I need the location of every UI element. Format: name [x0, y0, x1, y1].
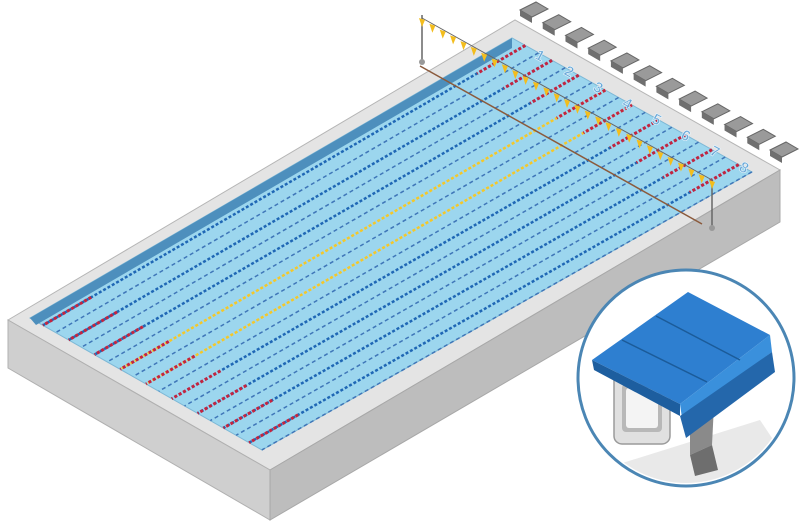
lane-rope-end — [42, 296, 92, 327]
lane-rope-end — [502, 59, 553, 90]
starting-block — [678, 90, 709, 107]
lane-marking — [55, 52, 539, 334]
flag — [419, 18, 425, 27]
starting-block-side — [610, 60, 623, 74]
starting-block-side — [724, 124, 737, 138]
lane-rope-end — [609, 118, 660, 150]
flag — [688, 168, 695, 178]
lane-rope-end — [145, 354, 196, 386]
starting-block-side — [633, 73, 646, 87]
lane-rope — [196, 133, 686, 415]
starting-blocks — [518, 1, 800, 163]
flag — [429, 23, 436, 33]
flag — [460, 41, 467, 51]
flag — [657, 151, 664, 161]
flag — [667, 156, 674, 166]
lane-rope — [171, 118, 660, 400]
flag — [615, 127, 622, 137]
lane-marking — [106, 81, 593, 363]
flag — [626, 133, 633, 143]
false-start-rope — [419, 65, 703, 225]
lane-rope-end — [67, 310, 118, 342]
lane-rope — [145, 103, 633, 386]
lane-rope-end — [582, 103, 633, 135]
flag — [646, 145, 653, 155]
flag — [698, 174, 705, 184]
lane-rope — [119, 89, 606, 371]
lane-rope — [93, 74, 580, 356]
starting-block-side — [656, 86, 669, 100]
lane-rope-end — [196, 384, 248, 415]
starting-block — [541, 14, 572, 31]
lane-marking — [261, 171, 753, 451]
lane-rope-end — [662, 148, 713, 179]
starting-block-side — [520, 10, 532, 23]
flag — [605, 122, 612, 132]
lane-rope-end — [688, 163, 740, 194]
lane-rope-end — [248, 413, 299, 444]
starting-block-side — [747, 137, 760, 151]
flag — [481, 52, 488, 62]
lane-rope-end — [171, 369, 222, 400]
starting-block — [700, 103, 731, 120]
lane-rope-end — [556, 88, 607, 120]
flag — [564, 99, 570, 108]
pool-right-wall — [269, 169, 781, 521]
lane-marking — [132, 96, 619, 378]
starting-block-side — [679, 99, 692, 113]
lane-lines — [42, 44, 753, 451]
block-top — [592, 292, 770, 404]
lane-rope — [42, 44, 526, 327]
lane-rope — [68, 59, 553, 342]
lane-rope-end — [119, 340, 170, 371]
flag — [470, 46, 477, 56]
starting-block-side — [565, 35, 578, 49]
lane-marking — [81, 67, 566, 348]
flag — [491, 58, 498, 68]
flag — [439, 29, 446, 39]
flag — [636, 139, 643, 149]
lane-marking — [209, 141, 699, 422]
starting-block — [632, 65, 663, 82]
flag — [522, 75, 529, 85]
flag — [584, 110, 591, 120]
lane-marking — [158, 111, 646, 392]
lane-rope — [248, 163, 740, 444]
lane-rope-end — [635, 133, 687, 164]
flag — [677, 162, 684, 172]
starting-block — [655, 77, 686, 94]
pool-inner-wall — [30, 38, 512, 325]
flag — [595, 116, 602, 126]
flag — [553, 93, 560, 103]
flag — [450, 35, 457, 45]
lane-marking — [184, 126, 673, 407]
starting-block-side — [701, 111, 714, 125]
starting-block-side — [542, 22, 555, 36]
lane-rope-end — [476, 44, 527, 75]
flag — [501, 64, 508, 74]
starting-block-side — [770, 150, 782, 163]
flag — [532, 81, 539, 91]
starting-block-side — [588, 48, 601, 62]
lane-rope-end — [222, 398, 273, 430]
lane-rope — [222, 148, 713, 430]
flag — [574, 104, 581, 114]
lane-marking — [235, 156, 726, 436]
starting-block-inset — [576, 268, 796, 488]
flag — [512, 70, 519, 80]
lane-rope-end — [529, 73, 580, 105]
lane-rope-end — [93, 325, 144, 356]
flag — [543, 87, 550, 97]
flag — [709, 180, 715, 189]
backstroke-flags — [419, 15, 715, 231]
